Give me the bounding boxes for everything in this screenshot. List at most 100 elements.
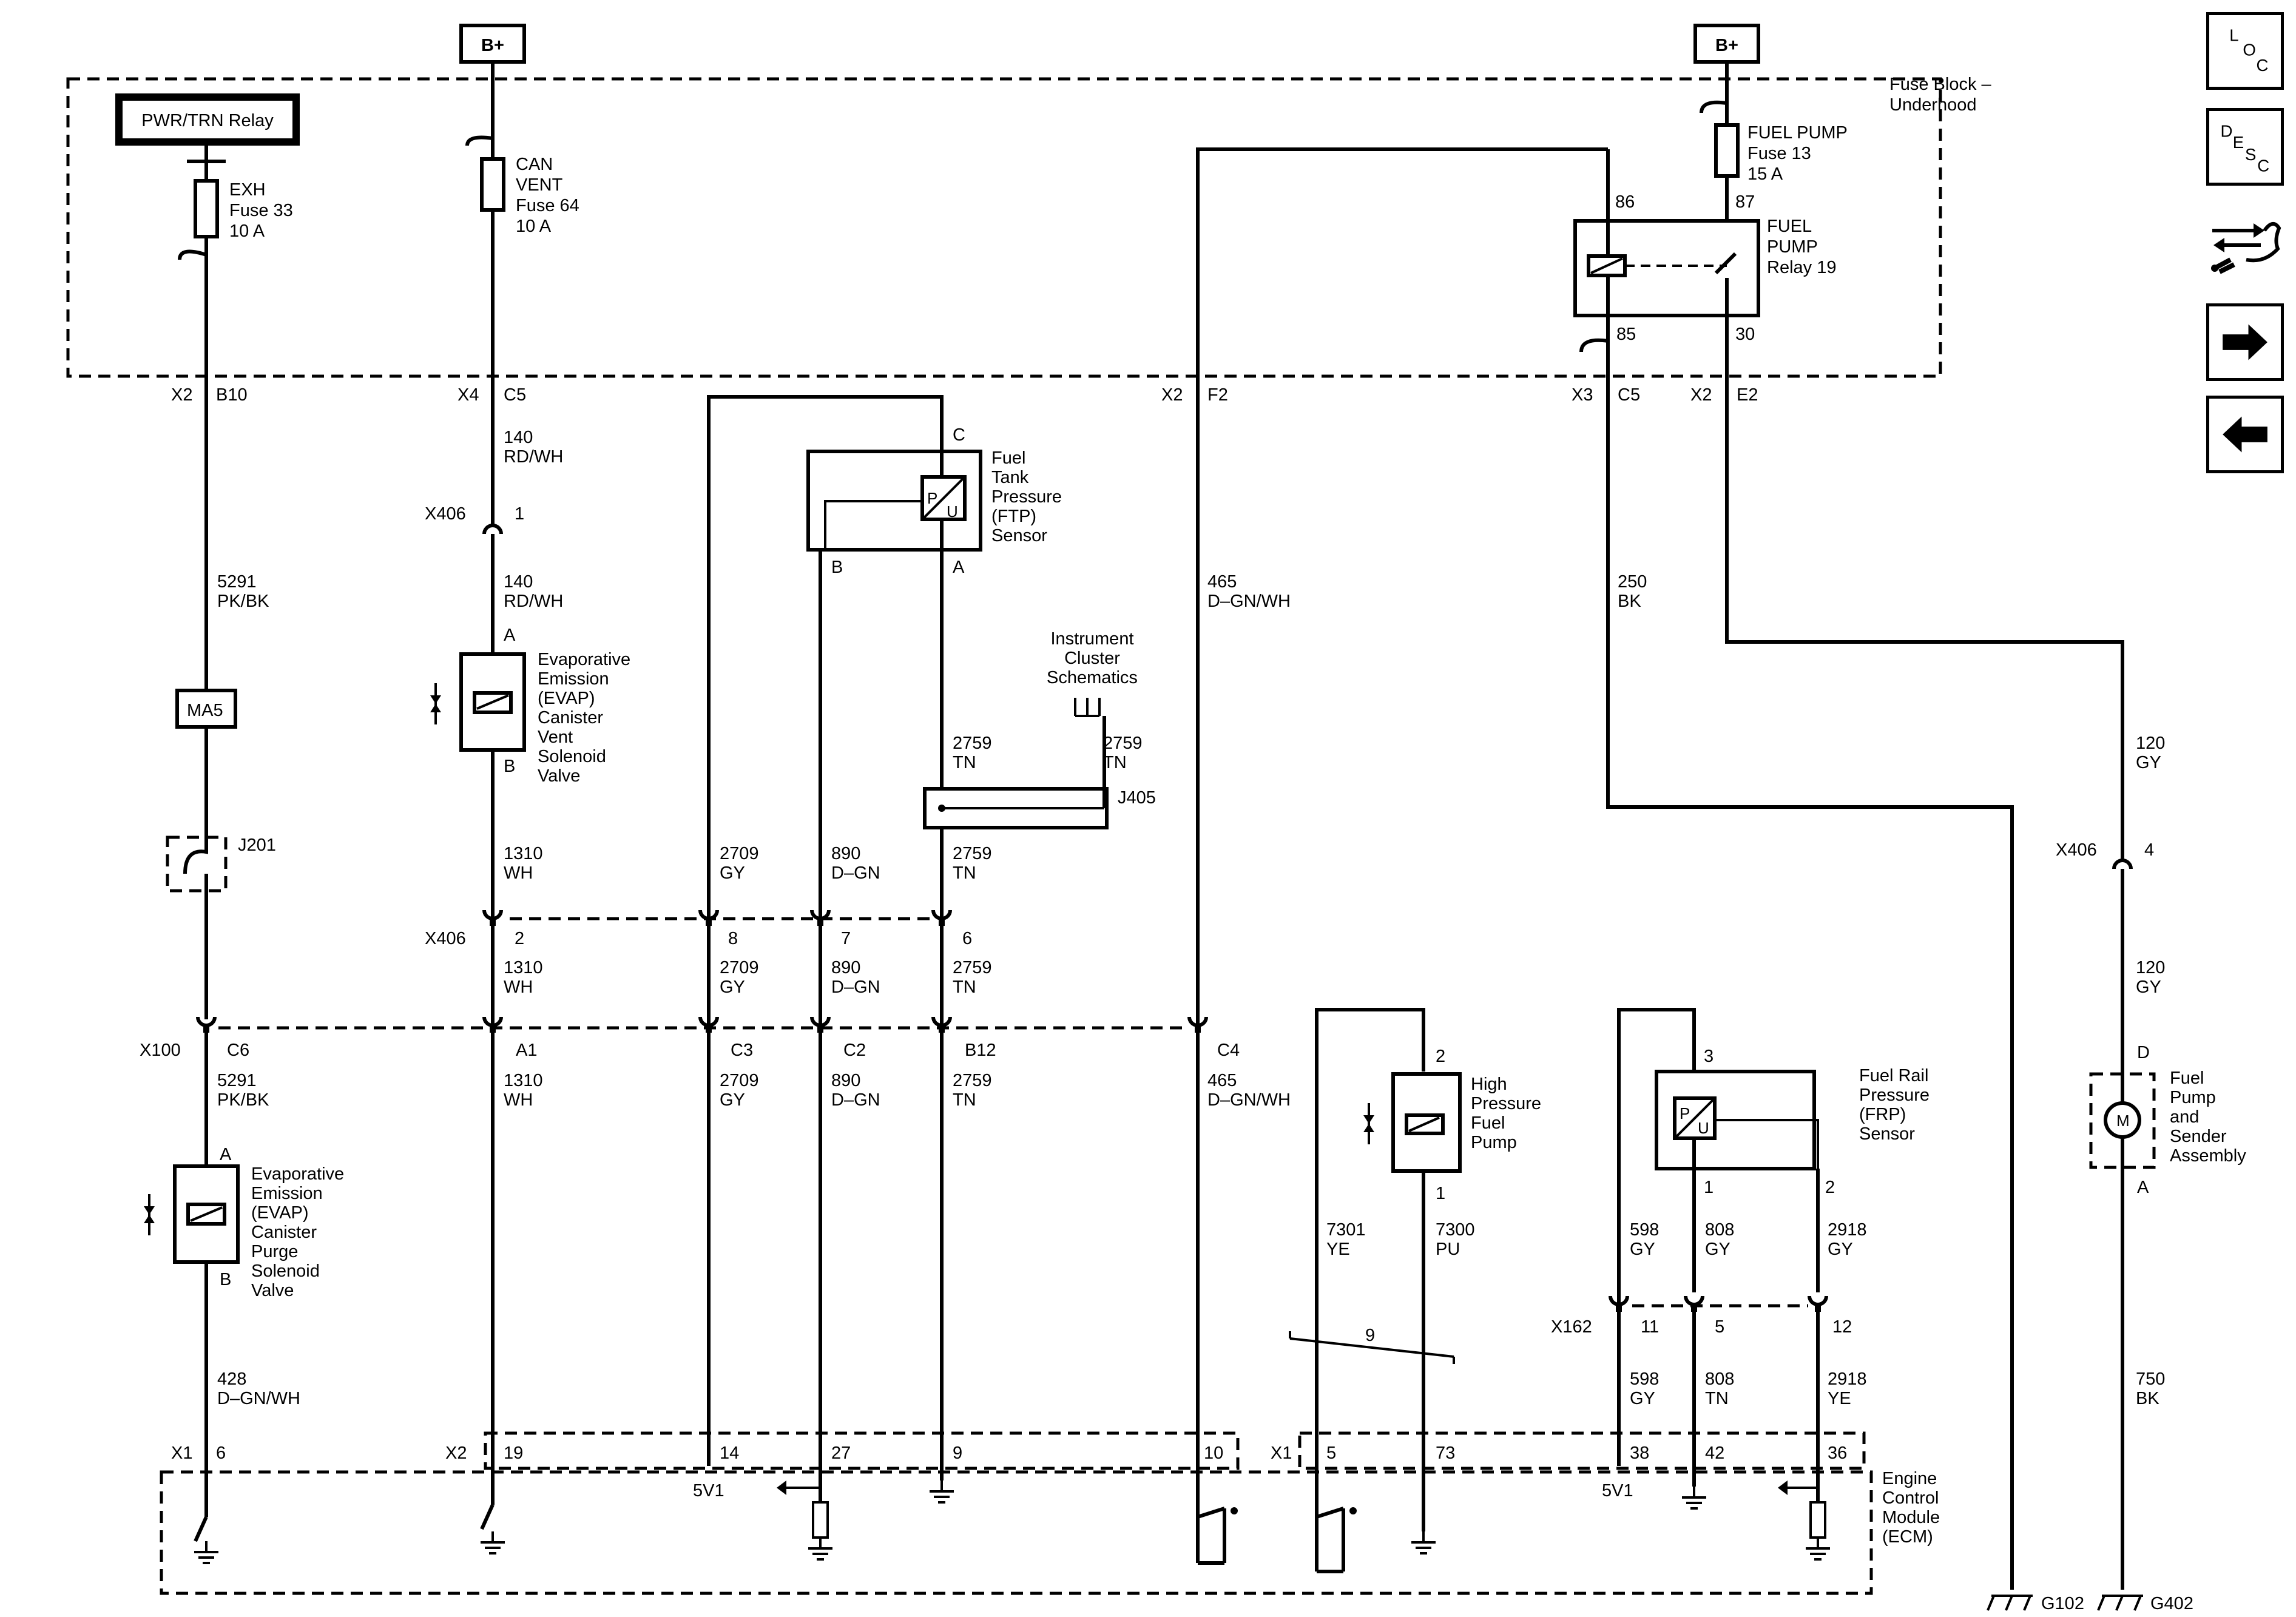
w890a-1: 890 [831,844,860,863]
fpsa-pin-a: A [2137,1178,2149,1197]
j405-label: J405 [1118,788,1156,808]
ftp-l1: Fuel [991,448,1025,468]
twist-label: 9 [1365,1326,1375,1345]
fpsa-l5: Assembly [2170,1146,2246,1166]
circuit-can-vent [429,62,526,1555]
desc-c: C [2257,157,2269,175]
ma5-label: MA5 [187,701,223,720]
hpfp-pin-2: 2 [1436,1047,1445,1066]
w465b-1: 465 [1207,1071,1237,1090]
w2918b-2: YE [1828,1389,1851,1408]
w1310b-2: WH [504,977,533,997]
description-button[interactable]: D E S C [2206,108,2284,186]
previous-page-button[interactable] [2206,396,2284,473]
w2759b-2: TN [1103,753,1127,772]
x162-row-cups [1610,1296,1826,1312]
fpsa-l4: Sender [2170,1127,2227,1146]
x406a-pin: 1 [515,504,524,524]
w2918a-1: 2918 [1828,1220,1867,1240]
fuse-exh-l3: 10 A [229,221,265,241]
ground-g102: G102 [2041,1594,2084,1613]
relay-pin-87: 87 [1735,192,1755,212]
x162-pin-11: 11 [1641,1317,1659,1337]
w120a-1: 120 [2136,734,2165,753]
ecm-x1b: X1 [1271,1443,1292,1463]
ecm-pin-42: 42 [1705,1443,1724,1463]
w465b-2: D–GN/WH [1207,1090,1291,1110]
top-x2a: X2 [171,385,192,405]
evap-purge-l7: Valve [251,1281,294,1300]
frp-u: U [1698,1119,1709,1137]
w428-1: 428 [217,1369,246,1389]
w2759c-2: TN [953,863,976,883]
desc-e: E [2233,133,2244,152]
evap-purge-l3: (EVAP) [251,1203,309,1223]
top-x2c: X2 [1690,385,1712,405]
top-b10: B10 [216,385,248,405]
w250-1: 250 [1618,572,1647,592]
evap-vent-l1: Evaporative [538,650,630,669]
top-x2b: X2 [1161,385,1183,405]
motor-m: M [2116,1112,2130,1130]
ftp-l3: Pressure [991,487,1062,507]
relay-pin-30: 30 [1735,325,1755,344]
w890a-2: D–GN [831,863,880,883]
w2759b-1: 2759 [1103,734,1143,753]
circuit-2759 [923,550,1109,1504]
hpfp-l2: Pressure [1471,1094,1541,1113]
ecm-pin-9: 9 [953,1443,962,1463]
ftp-l2: Tank [991,468,1029,487]
w140b-2: RD/WH [504,592,563,611]
circuit-465 [1196,147,1608,1565]
x406b-label: X406 [425,929,466,948]
arrow-right-icon [2223,324,2267,360]
w2918a-2: GY [1828,1240,1853,1259]
evap-purge-pin-b: B [220,1270,231,1289]
hpfp-l1: High [1471,1075,1507,1094]
ecm-pin-38: 38 [1630,1443,1649,1463]
svg-text:B+: B+ [481,36,504,55]
w7301-1: 7301 [1326,1220,1366,1240]
top-c5b: C5 [1618,385,1640,405]
x100-c2: C2 [843,1041,866,1060]
bplus-left: B+ [459,24,526,64]
w2709c-2: GY [720,1090,745,1110]
schematic-flow-icon[interactable] [2206,200,2284,278]
j201-label: J201 [238,836,276,855]
relay-fp-l1: FUEL [1767,217,1812,236]
loc-c: C [2256,56,2268,75]
hpfp-l3: Fuel [1471,1113,1505,1133]
evap-vent-l2: Emission [538,669,609,689]
evap-purge-l6: Solenoid [251,1261,320,1281]
x100-c3: C3 [731,1041,753,1060]
next-page-button[interactable] [2206,303,2284,381]
instrument-l3: Schematics [1047,668,1138,687]
desc-s: S [2245,145,2256,164]
evap-purge-l5: Purge [251,1242,298,1261]
ecm-l1: Engine [1882,1469,1937,1488]
ecm-5v1-a: 5V1 [693,1481,724,1501]
fuel-pump-relay [1573,62,1760,353]
x406b-pin-6: 6 [962,929,972,948]
evap-purge-pin-a: A [220,1145,232,1164]
fuse-exh-l1: EXH [229,180,266,200]
ecm-pin-36: 36 [1828,1443,1847,1463]
frp-pin-2: 2 [1825,1178,1835,1197]
ecm-l4: (ECM) [1882,1527,1933,1547]
fuse-can-l4: 10 A [516,217,552,236]
ecm-block [160,1431,1873,1595]
w808a-1: 808 [1705,1220,1734,1240]
hpfp-pin-1: 1 [1436,1184,1445,1203]
ecm-5v1-b: 5V1 [1602,1481,1633,1501]
pwr-trn-relay-box: PWR/TRN Relay [115,93,300,146]
ecm-pin-73: 73 [1436,1443,1455,1463]
w750-2: BK [2136,1389,2159,1408]
circuit-120 [1725,316,2156,1612]
location-button[interactable]: L O C [2206,12,2284,90]
x162-pin-12: 12 [1832,1317,1852,1337]
w2709a-1: 2709 [720,844,759,863]
w890b-2: D–GN [831,977,880,997]
instrument-l2: Cluster [1064,649,1120,668]
x100-b12: B12 [965,1041,996,1060]
x162-label: X162 [1551,1317,1592,1337]
